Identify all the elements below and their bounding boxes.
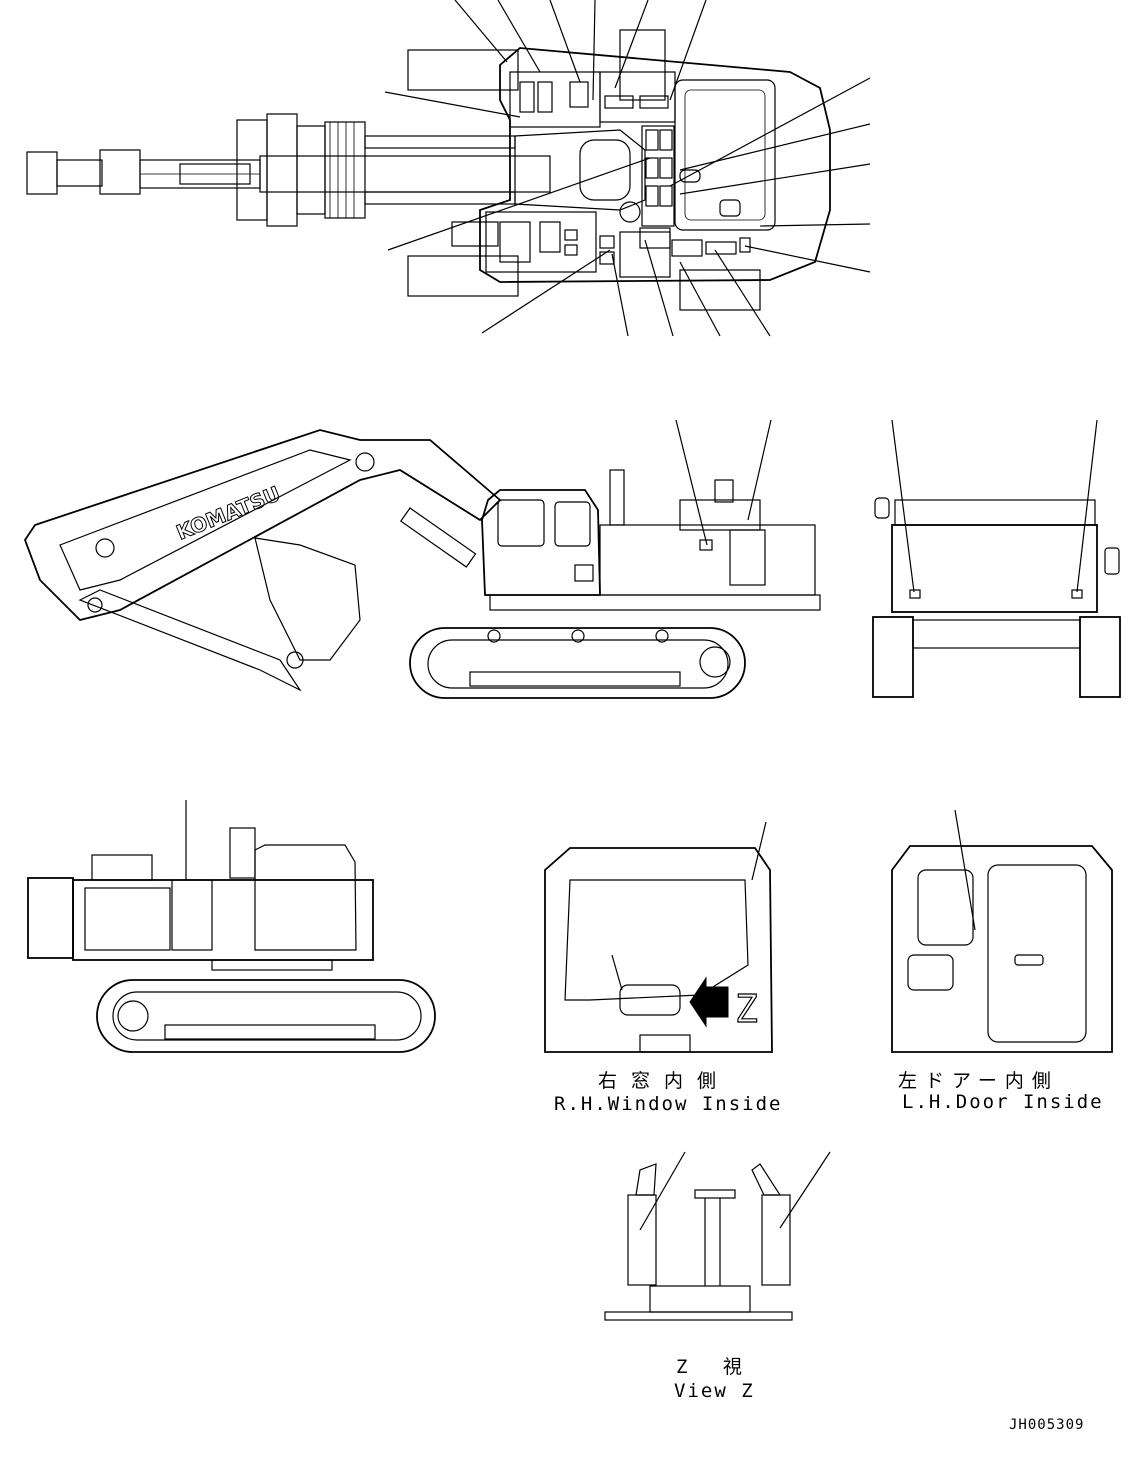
top-view xyxy=(26,0,871,337)
rh-window-label-jp: 右窓内側 xyxy=(598,1070,731,1092)
z-arrow xyxy=(689,976,729,1028)
left-side-view: KOMATSU xyxy=(23,419,821,699)
top-track-lower xyxy=(407,255,519,297)
view-z-label-en: View Z xyxy=(674,1380,755,1402)
brand-logo: KOMATSU xyxy=(173,481,284,544)
view-z-label-jp: Z 視 xyxy=(676,1356,744,1378)
side-view-body xyxy=(489,469,821,611)
rh-window-view: Z xyxy=(544,821,773,1053)
lh-door-view xyxy=(891,809,1113,1053)
lh-door-label-en: L.H.Door Inside xyxy=(902,1091,1104,1113)
lh-door-leader xyxy=(954,809,976,931)
top-view-leader-lines xyxy=(384,0,871,337)
top-track-upper xyxy=(407,49,519,91)
right-side-view xyxy=(27,800,436,1053)
rear-view xyxy=(872,419,1121,698)
top-view-boom xyxy=(26,113,646,227)
side-view-boom xyxy=(23,429,502,692)
side-leader-1 xyxy=(675,419,708,546)
rear-leader-1 xyxy=(891,419,915,593)
view-z-leader-2 xyxy=(779,1151,831,1229)
view-z-leader-1 xyxy=(639,1151,686,1231)
side-view-cab xyxy=(481,489,601,596)
rh-window-label-en: R.H.Window Inside xyxy=(554,1093,783,1115)
side-leader-2 xyxy=(747,419,772,521)
rh-window-leader xyxy=(751,821,767,881)
rear-leader-2 xyxy=(1076,419,1098,593)
drawing-code: JH005309 xyxy=(1009,1417,1085,1433)
side-view-track xyxy=(409,627,746,699)
view-z xyxy=(604,1151,831,1321)
top-view-upper-structure xyxy=(451,29,831,311)
z-marker: Z xyxy=(735,987,758,1031)
lh-door-label-jp: 左ドアー内側 xyxy=(898,1070,1059,1092)
